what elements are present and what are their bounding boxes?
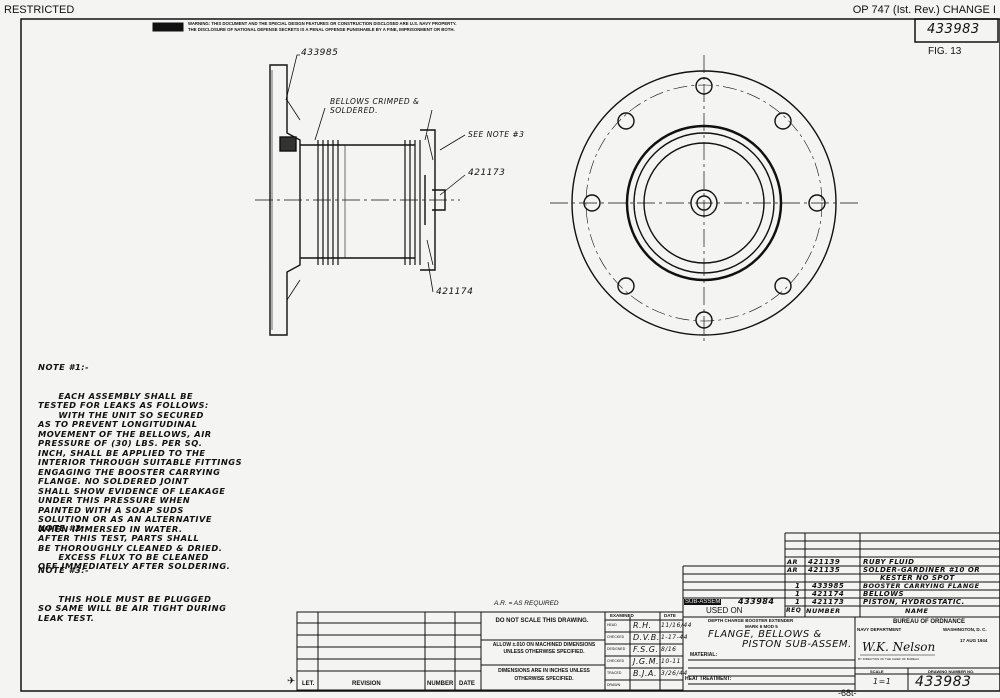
note-2: NOTE #2:- EXCESS FLUX TO BE CLEANED OFF … <box>38 505 230 581</box>
signoff-initials: R.H. <box>633 621 652 630</box>
do-not-scale-note: DO NOT SCALE THIS DRAWING. <box>495 618 589 624</box>
department-label: NAVY DEPARTMENT <box>857 627 902 632</box>
part-name: PISTON, HYDROSTATIC. <box>863 598 965 606</box>
rev-col-revision: REVISION <box>352 681 381 687</box>
project-mark: MARK 6 MOD 5 <box>745 624 778 629</box>
drawing-number: 433983 <box>915 674 972 690</box>
part-qty: 1 <box>795 582 801 590</box>
part-number: 433985 <box>812 582 845 590</box>
parts-header-number: NUMBER <box>806 607 841 615</box>
drawing-number-box <box>914 18 999 43</box>
approval-date: 17 AUG 1944 <box>960 638 988 643</box>
examined-header: EXAMINED <box>610 613 634 618</box>
part-name: RUBY FLUID <box>863 558 915 566</box>
part-qty: 1 <box>795 590 801 598</box>
warning-stamp <box>152 22 184 32</box>
tolerance-note: ALLOW ±.010 ON MACHINED DIMENSIONS UNLES… <box>492 642 596 655</box>
part-name: SOLDER-GARDINER #10 OR <box>863 566 981 574</box>
page-number: -68t- <box>838 688 857 698</box>
drawing-border <box>20 18 1000 692</box>
signoff-role: DESIGNED <box>607 647 626 651</box>
signature: W.K. Nelson <box>862 640 936 654</box>
drawing-number-corner: 433983 <box>927 22 980 37</box>
parts-header-name: NAME <box>905 607 929 615</box>
scale-value: 1=1 <box>873 677 892 686</box>
date-header: DATE <box>664 613 676 618</box>
city-label: WASHINGTON, D. C. <box>943 627 987 632</box>
scale-label: SCALE <box>870 669 884 674</box>
arrow-icon: ✈ <box>287 676 296 687</box>
bureau-label: BUREAU OF ORDNANCE <box>893 619 965 625</box>
signoff-initials: F.S.G. <box>633 645 659 654</box>
material-label: MATERIAL: <box>690 652 718 658</box>
side-view <box>255 54 466 336</box>
note-3-title: NOTE #3:- <box>38 565 90 575</box>
rev-col-date: DATE <box>459 681 475 687</box>
signoff-initials: J.G.M. <box>633 657 660 666</box>
signoff-role: TRACED <box>607 671 622 675</box>
end-view <box>550 55 860 345</box>
warning-line-1: WARNING: THIS DOCUMENT AND THE SPECIAL D… <box>188 21 457 26</box>
signoff-role: HEAD <box>607 623 617 627</box>
title-line-1: FLANGE, BELLOWS & <box>708 629 822 640</box>
callout-see-note: SEE NOTE #3 <box>468 130 525 139</box>
part-qty: 1 <box>795 598 801 606</box>
signoff-date: 10-11 <box>661 658 681 665</box>
note-1-title: NOTE #1:- <box>38 362 90 372</box>
drawing-number-label: DRAWING NUMBER NO. <box>928 669 975 674</box>
callout-bellows: 421174 <box>436 287 474 297</box>
rev-col-number: NUMBER <box>427 681 454 687</box>
part-name: BOOSTER CARRYING FLANGE <box>863 582 980 590</box>
parts-list-grid <box>682 532 1000 618</box>
signoff-date: 3/26/44 <box>661 670 688 677</box>
part-number: 421173 <box>812 598 845 606</box>
rev-col-let: LET. <box>302 681 315 687</box>
part-number: 421174 <box>812 590 845 598</box>
note-1: NOTE #1:- EACH ASSEMBLY SHALL BE TESTED … <box>38 344 242 563</box>
callout-piston: 421173 <box>468 168 506 178</box>
part-number: 421139 <box>808 558 841 566</box>
note-2-body: EXCESS FLUX TO BE CLEANED OFF IMMEDIATEL… <box>38 551 231 571</box>
signature-caption: BY DIRECTION OF THE CHIEF OF BUREAU <box>858 657 920 661</box>
classification-label: RESTRICTED <box>4 4 75 16</box>
figure-label: FIG. 13 <box>928 46 962 57</box>
used-on-label: USED ON <box>706 606 743 615</box>
callout-flange: 433985 <box>301 48 339 58</box>
project-name: DEPTH CHARGE BOOSTER EXTENDER <box>708 618 794 623</box>
part-qty: AR <box>787 558 799 566</box>
title-block-grid <box>682 617 1000 690</box>
signoff-role: DRAWN <box>607 683 621 687</box>
signoff-date: 8/16 <box>661 646 677 653</box>
part-qty: AR <box>787 566 799 574</box>
warning-line-2: THE DISCLOSURE OF NATIONAL DEFENSE SECRE… <box>188 27 455 32</box>
part-number: 421135 <box>808 566 841 574</box>
note-2-title: NOTE #2:- <box>38 523 90 533</box>
title-line-2: PISTON SUB-ASSEM. <box>742 639 852 650</box>
heat-treatment-label: HEAT TREATMENT: <box>685 676 732 682</box>
signoff-role: CHECKED <box>607 635 625 639</box>
sub-assem-number: 433984 <box>738 597 775 606</box>
units-note: DIMENSIONS ARE IN INCHES UNLESS OTHERWIS… <box>498 668 590 682</box>
publication-label: OP 747 (Ist. Rev.) CHANGE I <box>852 4 996 16</box>
note-3-body: THIS HOLE MUST BE PLUGGED SO SAME WILL B… <box>38 593 227 623</box>
parts-header-qty: REQ <box>786 607 802 614</box>
note-1-body: EACH ASSEMBLY SHALL BE TESTED FOR LEAKS … <box>38 390 243 553</box>
note-3: NOTE #3:- THIS HOLE MUST BE PLUGGED SO S… <box>38 547 226 633</box>
signoff-initials: B.J.A. <box>633 669 658 678</box>
part-name: KESTER NO SPOT <box>880 574 955 582</box>
signoff-date: 1-17-44 <box>661 634 688 641</box>
sub-assem-label: SUB-ASSEM <box>684 599 722 605</box>
signoff-date: 11/16/44 <box>661 622 692 629</box>
part-name: BELLOWS <box>863 590 905 598</box>
callout-bellows-crimped: BELLOWS CRIMPED & SOLDERED. <box>330 97 420 115</box>
signoff-initials: D.V.B. <box>633 633 660 642</box>
legend-note: A.R. = AS REQUIRED <box>494 600 559 607</box>
signoff-role: CHECKED <box>607 659 625 663</box>
